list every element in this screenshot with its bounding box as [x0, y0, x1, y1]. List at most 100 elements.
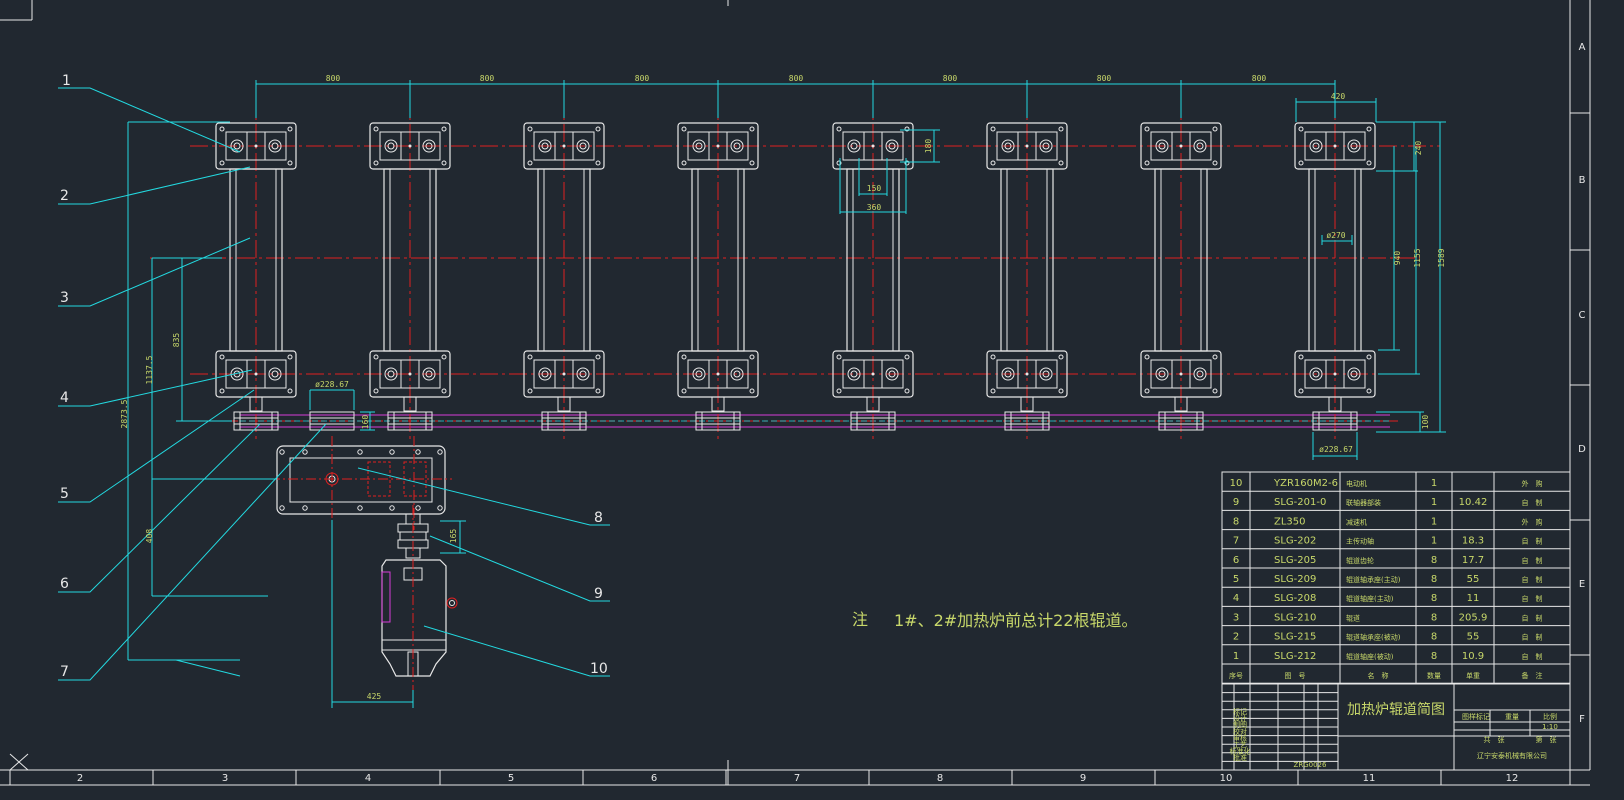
- leader-line: [58, 423, 261, 593]
- anchor-hole: [219, 126, 225, 132]
- bolt-circle: [1347, 139, 1361, 153]
- title-block: 标记设计制图校对审核工艺标准化批准ZRG0026加热炉辊道简图图样标记重量比例1…: [1221, 683, 1571, 771]
- title-scale: 1:10: [1542, 723, 1558, 731]
- bolt-circle: [422, 367, 436, 381]
- housing-outline: [832, 122, 914, 170]
- bolt: [733, 370, 741, 378]
- sprocket: [309, 411, 355, 431]
- bom-qty: 8: [1431, 651, 1437, 662]
- bolt-circle: [1347, 367, 1361, 381]
- center-dot: [1333, 144, 1337, 148]
- center-dot: [871, 372, 875, 376]
- bolt-circle: [230, 139, 244, 153]
- grid-label-bottom: 9: [1080, 773, 1086, 784]
- anchor-hole: [595, 126, 601, 132]
- anchor-hole: [595, 354, 601, 360]
- anchor-hole: [1298, 160, 1304, 166]
- anchor-hole: [287, 126, 293, 132]
- title-sheet-no: 第 张: [1536, 735, 1557, 744]
- dim-pitch-1: 800: [326, 74, 341, 83]
- housing-center: [246, 131, 266, 161]
- title-role: 制图: [1233, 720, 1247, 729]
- anchor-hole: [681, 388, 687, 394]
- grid-label-bottom: 11: [1363, 773, 1376, 784]
- bolt-circle: [1001, 139, 1015, 153]
- bom-name: 辊道齿轮: [1346, 556, 1374, 565]
- title-role: 标记: [1233, 707, 1247, 716]
- anchor-hole: [1058, 160, 1064, 166]
- bolt: [1312, 370, 1320, 378]
- bom-code: SLG-210: [1274, 612, 1316, 623]
- housing-center: [1171, 131, 1191, 161]
- leader-line: [58, 237, 251, 307]
- bom-weight: 55: [1467, 632, 1480, 643]
- bolt-circle: [1039, 139, 1053, 153]
- bom-note: 外 购: [1522, 479, 1543, 488]
- drawing-title: 加热炉辊道简图: [1347, 701, 1445, 718]
- motor-eyebolt: [446, 597, 458, 609]
- anchor-hole: [527, 126, 533, 132]
- bearing-housing: [523, 122, 605, 170]
- bom-qty: 1: [1431, 497, 1437, 508]
- anchor-hole: [836, 354, 842, 360]
- center-dot: [1179, 144, 1183, 148]
- center-dot: [1025, 372, 1029, 376]
- reducer-bolt: [279, 449, 285, 455]
- dimension-lines: [58, 80, 1446, 708]
- grid-label-bottom: 3: [222, 773, 228, 784]
- center-dot: [408, 372, 412, 376]
- title-sheet-total: 共 张: [1484, 735, 1505, 744]
- housing-outline: [369, 122, 451, 170]
- bolt-circle: [885, 367, 899, 381]
- title-role: 设计: [1233, 714, 1247, 723]
- sprocket: [1312, 411, 1358, 431]
- bolt: [850, 142, 858, 150]
- bolt: [387, 370, 395, 378]
- grid-label-right: C: [1579, 310, 1586, 321]
- dim-2873: 2873.5: [120, 399, 129, 428]
- bom-outline: [1221, 471, 1571, 684]
- bolt-circle: [268, 139, 282, 153]
- sprocket: [233, 411, 279, 431]
- anchor-hole: [1144, 354, 1150, 360]
- anchor-hole: [373, 126, 379, 132]
- sprocket: [1004, 411, 1050, 431]
- bearing-housing: [832, 350, 914, 398]
- bolt-circle: [1155, 139, 1169, 153]
- bearing-housing: [677, 350, 759, 398]
- bolt: [1158, 142, 1166, 150]
- bom-weight: 18.3: [1462, 536, 1484, 547]
- bolt: [579, 370, 587, 378]
- drawing-note: 注 1#、2#加热炉前总计22根辊道。: [852, 610, 1138, 630]
- bom-weight: 10.42: [1459, 497, 1488, 508]
- motor-plate: [381, 571, 391, 623]
- bolt: [271, 142, 279, 150]
- title-role: 工艺: [1233, 741, 1247, 749]
- housing-outline: [677, 350, 759, 398]
- bolt: [888, 142, 896, 150]
- dim-360: 360: [867, 203, 882, 212]
- reducer-bolt: [357, 505, 363, 511]
- balloon-3: 3: [60, 290, 69, 306]
- dim-line: [175, 659, 241, 677]
- grid-label-bottom: 10: [1220, 773, 1233, 784]
- bolt: [1158, 370, 1166, 378]
- reducer-bolt: [302, 505, 308, 511]
- bearing-housing: [986, 122, 1068, 170]
- reducer-inner: [289, 457, 433, 503]
- anchor-hole: [990, 354, 996, 360]
- bom-weight: 205.9: [1459, 612, 1488, 623]
- bearing-housing: [523, 350, 605, 398]
- bom-qty: 8: [1431, 555, 1437, 566]
- dim-240: 240: [1414, 141, 1423, 156]
- anchor-hole: [904, 388, 910, 394]
- grid-label-bottom: 8: [937, 773, 943, 784]
- bolt-circle: [730, 139, 744, 153]
- bolt-circle: [1155, 367, 1169, 381]
- housing-center: [708, 359, 728, 389]
- bolt-circle: [384, 367, 398, 381]
- dim-1589: 1589: [1437, 248, 1446, 267]
- motor-eyebolt-inner: [449, 600, 455, 606]
- bolt-circle: [1193, 139, 1207, 153]
